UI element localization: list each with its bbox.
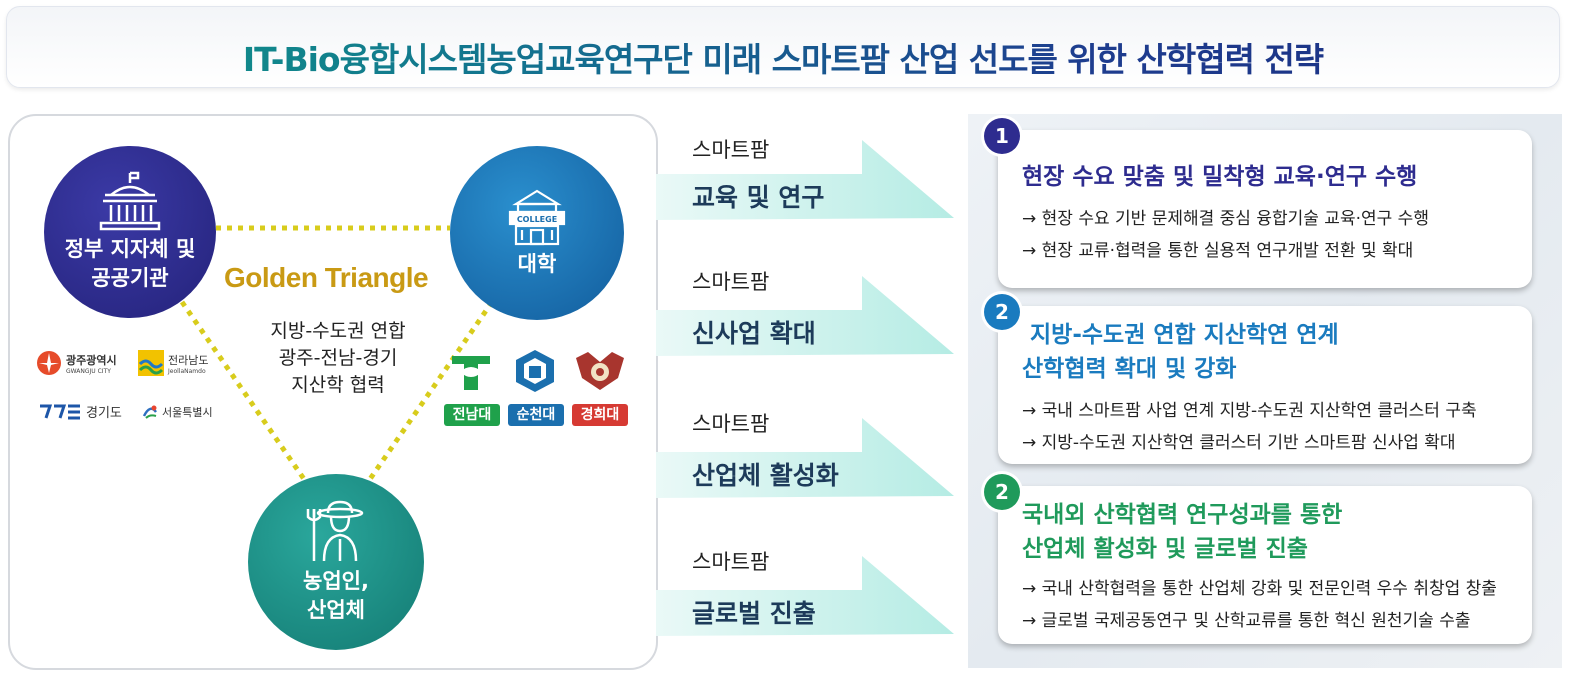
gwangju-emblem-icon — [37, 351, 61, 375]
seoul-emblem-icon — [142, 405, 157, 419]
card-item: → 현장 교류·협력을 통한 실용적 연구개발 전환 및 확대 — [1022, 241, 1414, 261]
card-title: 국내외 산학협력 연구성과를 통한 산업체 활성화 및 글로벌 진출 — [1022, 502, 1343, 562]
strategy-card-3: 국내외 산학협력 연구성과를 통한 산업체 활성화 및 글로벌 진출 → 국내 … — [998, 486, 1532, 644]
card-1-number-badge: 1 — [984, 118, 1020, 154]
card-item: → 국내 스마트팜 사업 연계 지방-수도권 지산학연 클러스터 구축 — [1022, 401, 1477, 421]
gov-farm-line — [179, 300, 309, 484]
arrow-new-business-shape — [656, 276, 954, 356]
golden-triangle-title: Golden Triangle — [224, 262, 429, 293]
page-title: IT-Bio융합시스템농업교육연구단 미래 스마트팜 산업 선도를 위한 산학협… — [7, 33, 1559, 81]
svg-text:COLLEGE: COLLEGE — [517, 215, 557, 224]
jnu-badge: 전남대 — [444, 404, 500, 426]
college-building-icon: COLLEGE — [508, 189, 566, 245]
card-2-number-badge: 2 — [984, 294, 1020, 330]
gyeonggi-emblem-icon — [40, 404, 80, 419]
card-3-number-badge: 2 — [984, 474, 1020, 510]
card-item: → 국내 산학협력을 통한 산업체 강화 및 전문인력 우수 취창업 창출 — [1022, 579, 1497, 599]
arrow-label: 산업체 활성화 — [692, 461, 839, 490]
jnu-emblem-icon — [452, 356, 490, 390]
arrow-education: 스마트팜 교육 및 연구 — [656, 128, 956, 228]
government-circle: 정부 지자체 및 공공기관 — [44, 146, 216, 318]
strategy-card-2: 지방-수도권 연합 지산학연 연계 산학협력 확대 및 강화 → 국내 스마트팜… — [998, 306, 1532, 464]
gyeonggi-logo: 경기도 — [38, 402, 122, 421]
arrow-industry: 스마트팜 산업체 활성화 — [656, 406, 956, 506]
arrow-category: 스마트팜 — [692, 138, 770, 162]
university-circle: COLLEGE 대학 — [450, 146, 624, 320]
university-label: 대학 — [517, 251, 557, 276]
card-item: → 글로벌 국제공동연구 및 산학교류를 통한 혁신 원천기술 수출 — [1022, 611, 1471, 631]
card-item: → 지방-수도권 지산학연 클러스터 기반 스마트팜 신사업 확대 — [1022, 433, 1456, 453]
scnu-badge: 순천대 — [508, 404, 564, 426]
khu-emblem-icon — [576, 352, 624, 390]
arrow-label: 교육 및 연구 — [692, 183, 825, 212]
farmer-icon — [306, 500, 364, 562]
government-building-icon — [99, 171, 161, 231]
arrow-new-business: 스마트팜 신사업 확대 — [656, 264, 956, 364]
arrow-education-shape — [656, 140, 954, 220]
arrow-label: 신사업 확대 — [692, 319, 816, 348]
card-item: → 현장 수요 기반 문제해결 중심 융합기술 교육·연구 수행 — [1022, 209, 1429, 229]
arrow-global: 스마트팜 글로벌 진출 — [656, 544, 956, 644]
arrow-industry-shape — [656, 418, 954, 498]
jeonnam-emblem-icon — [138, 350, 164, 376]
card-title: 지방-수도권 연합 지산학연 연계 산학협력 확대 및 강화 — [1022, 322, 1339, 382]
arrow-category: 스마트팜 — [692, 412, 770, 436]
farmer-label: 농업인, 산업체 — [303, 569, 369, 622]
uni-farm-line — [365, 300, 495, 484]
arrow-category: 스마트팜 — [692, 270, 770, 294]
triangle-description: 지방-수도권 연합 광주-전남-경기 지산학 협력 — [270, 320, 406, 396]
khu-badge: 경희대 — [572, 404, 628, 426]
seoul-logo: 서울특별시 — [142, 404, 213, 420]
card-title: 현장 수요 맞춤 및 밀착형 교육·연구 수행 — [1022, 164, 1418, 190]
arrow-label: 글로벌 진출 — [692, 599, 816, 628]
title-bar: IT-Bio융합시스템농업교육연구단 미래 스마트팜 산업 선도를 위한 산학협… — [6, 6, 1560, 88]
scnu-emblem-icon — [516, 350, 554, 392]
strategy-card-1: 현장 수요 맞춤 및 밀착형 교육·연구 수행 → 현장 수요 기반 문제해결 … — [998, 130, 1532, 288]
arrow-category: 스마트팜 — [692, 550, 770, 574]
farmer-circle: 농업인, 산업체 — [248, 474, 424, 650]
arrow-global-shape — [656, 556, 954, 636]
government-label: 정부 지자체 및 공공기관 — [64, 237, 196, 290]
